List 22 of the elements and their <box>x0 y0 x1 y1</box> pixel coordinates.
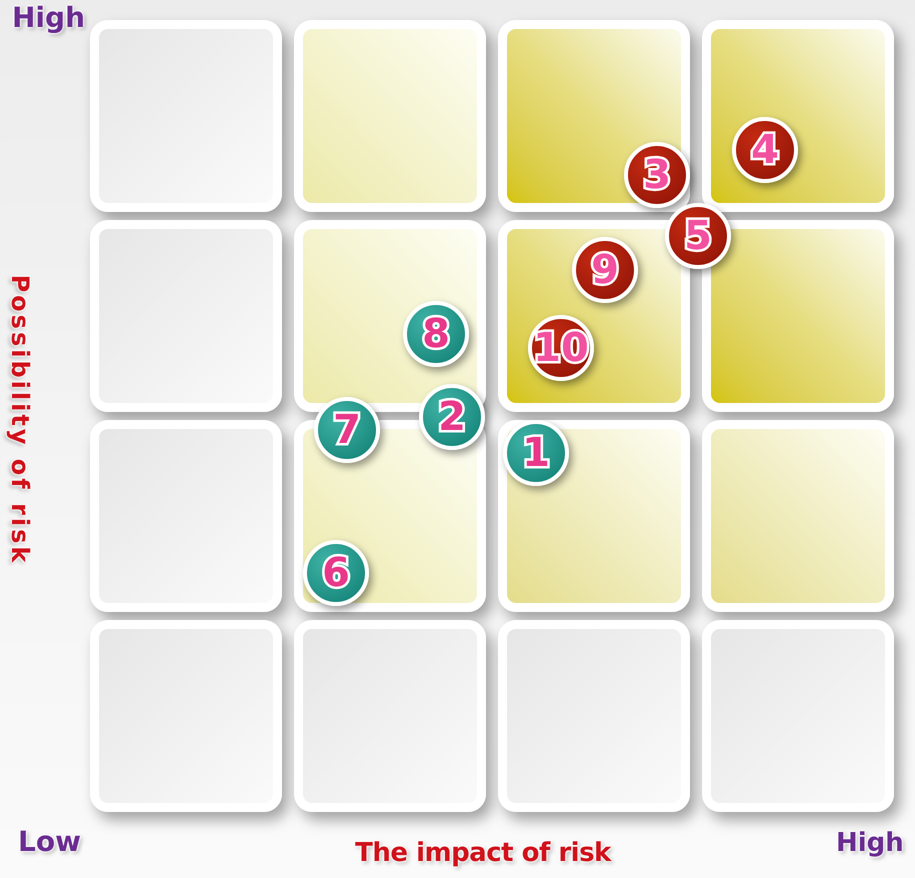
axis-label: Low <box>18 828 81 856</box>
risk-marker: 4 <box>732 117 798 183</box>
risk-marker: 8 <box>403 301 469 367</box>
axis-label: High <box>12 4 86 32</box>
axis-label: High <box>836 830 904 856</box>
risk-cell <box>90 420 282 612</box>
risk-cell <box>702 20 894 212</box>
risk-cell <box>90 620 282 812</box>
risk-cell <box>90 220 282 412</box>
risk-cell <box>90 20 282 212</box>
risk-cell <box>498 20 690 212</box>
risk-marker: 9 <box>572 237 638 303</box>
risk-cell <box>498 620 690 812</box>
risk-cell <box>294 620 486 812</box>
axis-title: The impact of risk <box>355 840 611 866</box>
risk-cell <box>702 620 894 812</box>
risk-cell <box>702 420 894 612</box>
risk-marker: 6 <box>303 540 369 606</box>
risk-cell <box>294 20 486 212</box>
axis-title: Possibility of risk <box>8 274 32 566</box>
risk-cell <box>498 420 690 612</box>
risk-marker: 10 <box>528 315 594 381</box>
